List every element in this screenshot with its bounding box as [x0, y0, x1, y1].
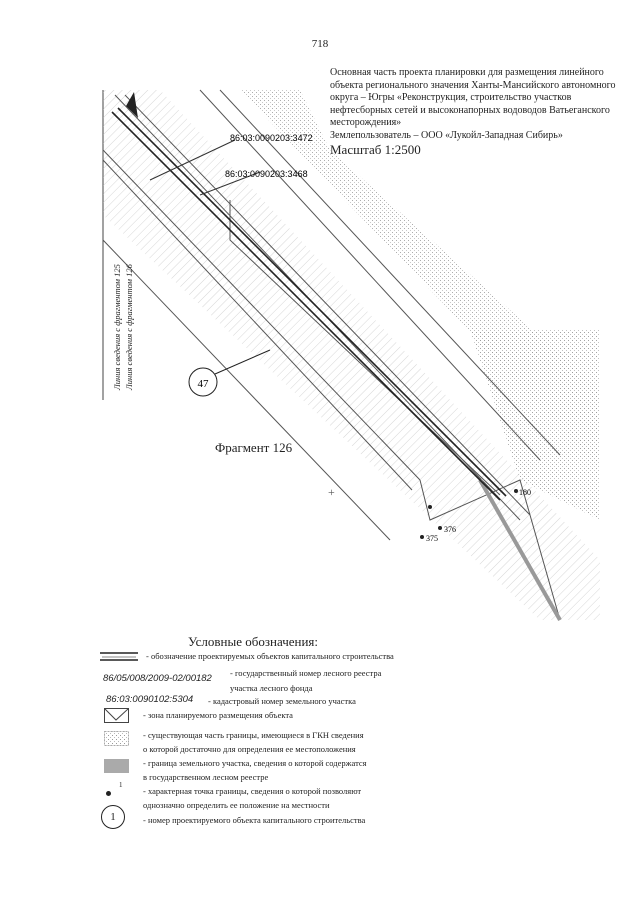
- header-line: Основная часть проекта планировки для ра…: [330, 67, 604, 78]
- legend-title: Условные обозначения:: [188, 634, 319, 649]
- legend-text: - граница земельного участка, сведения о…: [143, 758, 367, 768]
- header-line: Землепользователь – ООО «Лукойл-Западная…: [330, 129, 563, 141]
- header-line: нефтесборных сетей и высоконапорных водо…: [330, 104, 610, 116]
- header-block: Основная часть проекта планировки для ра…: [330, 67, 635, 157]
- point-label: 180: [519, 488, 531, 497]
- north-arrow-icon: [126, 92, 138, 118]
- legend-code: 86/05/008/2009-02/00182: [103, 673, 212, 684]
- junction-label-125: Линия сведения с фрагментом 125: [112, 264, 122, 390]
- header-line: округа – Югры «Реконструкция, строительс…: [330, 92, 572, 103]
- legend-text: в государственном лесном реестре: [143, 772, 269, 782]
- map-scale: Масштаб 1:2500: [330, 142, 421, 157]
- legend-text: - номер проектируемого объекта капитальн…: [143, 815, 366, 825]
- legend-text: о которой достаточно для определения ее …: [143, 744, 356, 754]
- circle-symbol: 1: [101, 805, 125, 829]
- leader-line: [149, 139, 236, 181]
- fragment-title: Фрагмент 126: [215, 440, 293, 455]
- point-label: 376: [444, 525, 456, 534]
- header-line: месторождения»: [330, 117, 402, 128]
- legend-text: - кадастровый номер земельного участка: [208, 696, 356, 706]
- legend-text: - государственный номер лесного реестра: [230, 668, 382, 678]
- dotted-box-symbol: [104, 731, 129, 746]
- legend-text: - существующая часть границы, имеющиеся …: [143, 730, 364, 740]
- grey-box-symbol: [104, 759, 129, 773]
- cross-mark: +: [328, 485, 335, 499]
- legend-text: однозначно определить ее положение на ме…: [143, 800, 330, 810]
- legend-text: - зона планируемого размещения объекта: [143, 710, 293, 720]
- parcel-label: 86:03:0090203:3468: [225, 169, 308, 179]
- legend-text: - обозначение проектируемых объектов кап…: [146, 651, 394, 661]
- page-number: 718: [311, 38, 329, 50]
- boundary-point: [514, 489, 518, 493]
- point-symbol: [106, 791, 111, 796]
- junction-label-126: Линия сведения с фрагментом 126: [124, 264, 134, 390]
- boundary-points: [420, 489, 518, 539]
- leader-line: [199, 171, 261, 196]
- object-number: 47: [198, 378, 210, 390]
- boundary-point: [428, 505, 432, 509]
- double-line-symbol: [100, 652, 138, 661]
- header-line: объекта регионального значения Ханты-Ман…: [330, 79, 616, 91]
- legend-text: участка лесного фонда: [230, 683, 313, 693]
- boundary-point: [420, 535, 424, 539]
- point-symbol-label: 1: [119, 781, 123, 789]
- envelope-box-symbol: [104, 708, 129, 723]
- object-number-circle: [188, 367, 218, 397]
- legend-code: 86:03:0090102:5304: [106, 694, 194, 705]
- leader-line: [214, 349, 271, 375]
- existing-boundary: [470, 330, 600, 520]
- point-label: 375: [426, 534, 438, 543]
- boundary-point: [438, 526, 442, 530]
- parcel-label: 86:03:0090203:3472: [230, 133, 313, 143]
- legend-text: - характерная точка границы, сведения о …: [143, 786, 362, 796]
